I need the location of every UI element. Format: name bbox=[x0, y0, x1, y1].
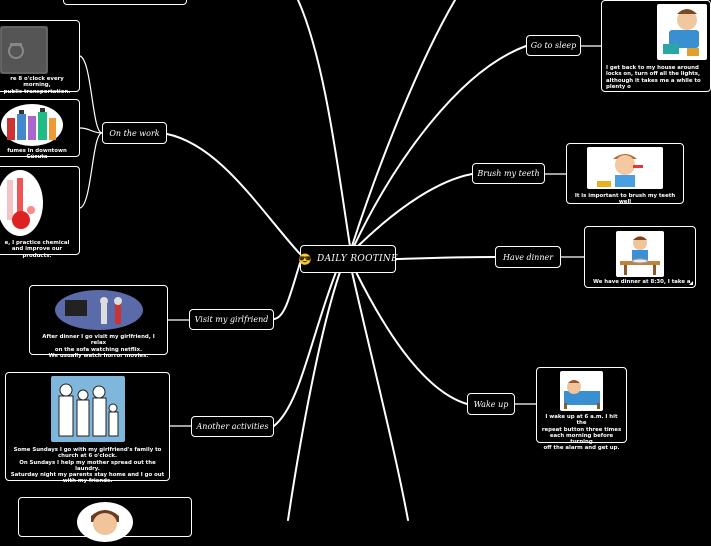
boy-waking-up-icon bbox=[560, 371, 603, 411]
person-portrait-icon bbox=[77, 502, 133, 542]
family-church-icon bbox=[51, 376, 125, 442]
branch-have-dinner[interactable]: Have dinner bbox=[495, 246, 561, 268]
card-chemical[interactable]: e, I practice chemical and improve our p… bbox=[0, 166, 80, 259]
perfume-bottles-icon bbox=[1, 104, 63, 146]
card-wake[interactable]: I wake up at 6 a.m. I hit the repeat but… bbox=[536, 367, 627, 451]
card-text: I get back to my house around locks on, … bbox=[606, 65, 701, 90]
sunglasses-emoji-icon: 😎 bbox=[298, 252, 313, 266]
branch-visit-my-girlfriend[interactable]: Visit my girlfriend bbox=[189, 309, 274, 330]
card-portrait[interactable] bbox=[18, 497, 192, 542]
branch-brush-my-teeth[interactable]: Brush my teeth bbox=[472, 163, 545, 184]
family-dinner-icon bbox=[616, 231, 664, 277]
resize-handle-icon[interactable] bbox=[689, 281, 693, 285]
sleeping-tired-icon bbox=[657, 4, 707, 60]
central-topic[interactable]: 😎 DAILY ROOTINE bbox=[298, 245, 398, 273]
card-dinner[interactable]: We have dinner at 8:30, I take a bbox=[584, 226, 696, 288]
card-text: e, I practice chemical and improve our p… bbox=[4, 240, 70, 259]
branch-label: On the work bbox=[109, 128, 160, 138]
card-text: It is important to brush my teeth well bbox=[574, 193, 676, 206]
card-text: fumes in downtown Cúcuta bbox=[7, 148, 67, 161]
boy-brushing-teeth-icon bbox=[587, 147, 663, 189]
branch-label: Have dinner bbox=[502, 252, 554, 262]
branch-label: Wake up bbox=[473, 399, 509, 409]
branch-wake-up[interactable]: Wake up bbox=[467, 393, 515, 415]
branch-label: Visit my girlfriend bbox=[194, 315, 269, 324]
central-topic-label: DAILY ROOTINE bbox=[317, 254, 398, 264]
card-brush[interactable]: It is important to brush my teeth well bbox=[566, 143, 684, 206]
card-transport[interactable]: re 8 o'clock every morning, public trans… bbox=[0, 20, 80, 95]
branch-another-activities[interactable]: Another activities bbox=[191, 416, 274, 437]
branch-label: Brush my teeth bbox=[477, 169, 540, 178]
connector-lines bbox=[79, 0, 602, 521]
card-sleep[interactable]: I get back to my house around locks on, … bbox=[601, 0, 711, 92]
camera-icon bbox=[0, 26, 48, 74]
branch-on-the-work[interactable]: On the work bbox=[102, 122, 167, 144]
branch-label: Another activities bbox=[196, 422, 269, 431]
card-text: re 8 o'clock every morning, public trans… bbox=[3, 76, 71, 95]
card-partial-top[interactable] bbox=[63, 0, 187, 5]
card-text: I wake up at 6 a.m. I hit the repeat but… bbox=[541, 414, 622, 452]
couple-watching-tv-icon bbox=[55, 290, 143, 330]
branch-go-to-sleep[interactable]: Go to sleep bbox=[526, 35, 581, 56]
card-text: We have dinner at 8:30, I take a bbox=[593, 279, 691, 285]
branch-label: Go to sleep bbox=[530, 41, 577, 50]
card-girlfriend[interactable]: After dinner I go visit my girlfriend, I… bbox=[29, 285, 168, 359]
card-church[interactable]: Some Sundays I go with my girlfriend's f… bbox=[5, 372, 170, 484]
card-text: Some Sundays I go with my girlfriend's f… bbox=[10, 447, 165, 485]
lab-flask-icon bbox=[0, 170, 43, 236]
card-perfumes[interactable]: fumes in downtown Cúcuta bbox=[0, 99, 80, 160]
card-text: After dinner I go visit my girlfriend, I… bbox=[42, 334, 155, 359]
